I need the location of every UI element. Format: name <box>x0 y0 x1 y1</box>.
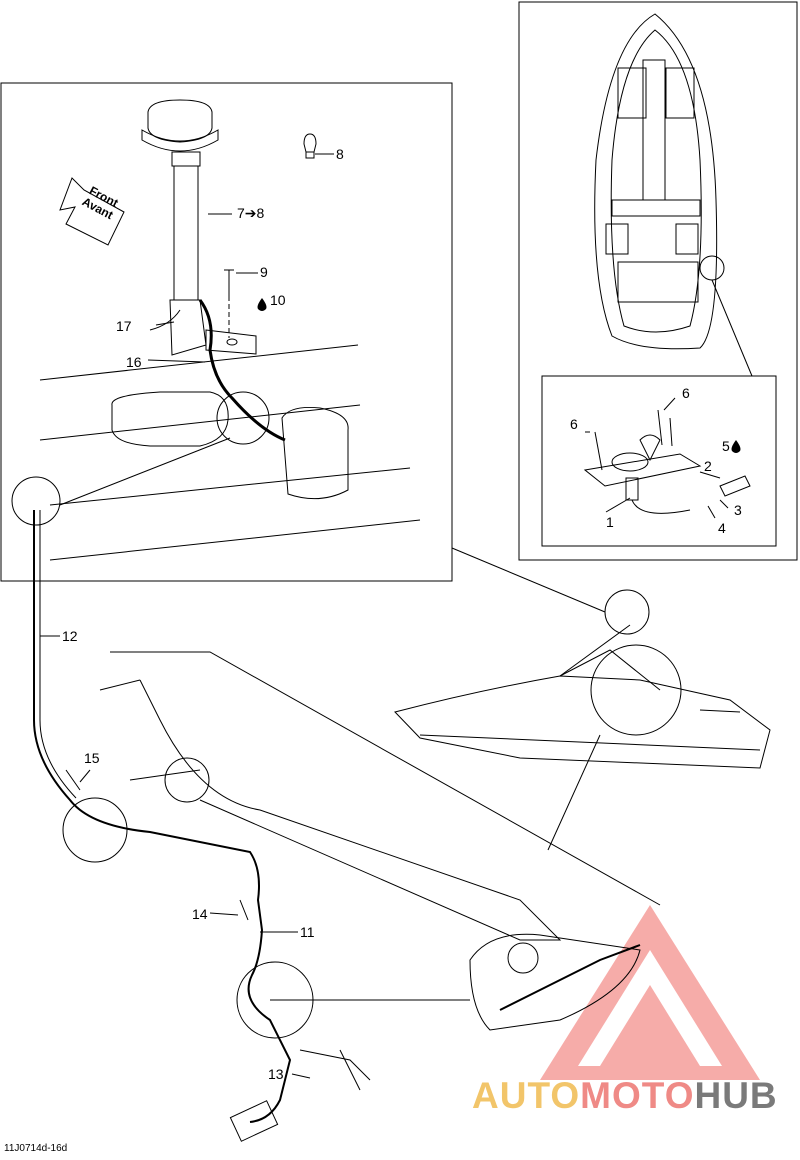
boat-side-view <box>394 624 771 769</box>
zoom-circle-top-socket <box>699 255 725 281</box>
callout-17: 17 <box>116 318 132 334</box>
zoom-circle-socket-side <box>590 644 682 736</box>
watermark-part2: MOTO <box>580 1075 695 1116</box>
callout-1: 1 <box>606 514 614 530</box>
boat-top-view <box>594 13 718 350</box>
watermark-logo <box>540 905 760 1080</box>
callout-9: 9 <box>260 264 268 280</box>
callout-15: 15 <box>84 750 100 766</box>
callout-16: 16 <box>126 354 142 370</box>
front-arrow <box>59 177 125 246</box>
callout-4: 4 <box>718 520 726 536</box>
detail-frame-lamp <box>0 82 453 582</box>
anchor-lamp-post <box>141 99 257 356</box>
bulb-icon <box>303 133 317 159</box>
document-id: 11J0714d-16d <box>4 1143 68 1154</box>
callout-3: 3 <box>734 502 742 518</box>
callout-11: 11 <box>300 924 315 940</box>
callout-6-top: 6 <box>682 385 690 401</box>
callout-14: 14 <box>192 906 208 922</box>
callout-6-left: 6 <box>570 416 578 432</box>
watermark-part1: AUTO <box>472 1075 581 1116</box>
callout-2: 2 <box>704 458 712 474</box>
zoom-circle-enclosure <box>507 942 539 974</box>
socket-assembly <box>583 409 751 514</box>
watermark-part3: HUB <box>694 1075 778 1116</box>
oil-drop-icon <box>731 440 741 453</box>
zoom-circle-cable <box>216 391 270 445</box>
callout-13: 13 <box>268 1066 284 1082</box>
zoom-circle-mount <box>164 757 210 803</box>
callout-10: 10 <box>270 292 286 308</box>
callout-8: 8 <box>336 146 344 162</box>
detail-frame-socket <box>541 375 777 547</box>
oil-drop-icon <box>257 298 267 311</box>
watermark-text: AUTOMOTOHUB <box>472 1075 778 1117</box>
callout-12: 12 <box>62 628 78 644</box>
zoom-circle-splice <box>62 797 128 863</box>
callout-7: 7➔8 <box>237 205 265 221</box>
callout-5: 5 <box>722 438 730 454</box>
detail-frame-boat-top <box>518 1 798 561</box>
zoom-circle-connector <box>11 476 61 526</box>
